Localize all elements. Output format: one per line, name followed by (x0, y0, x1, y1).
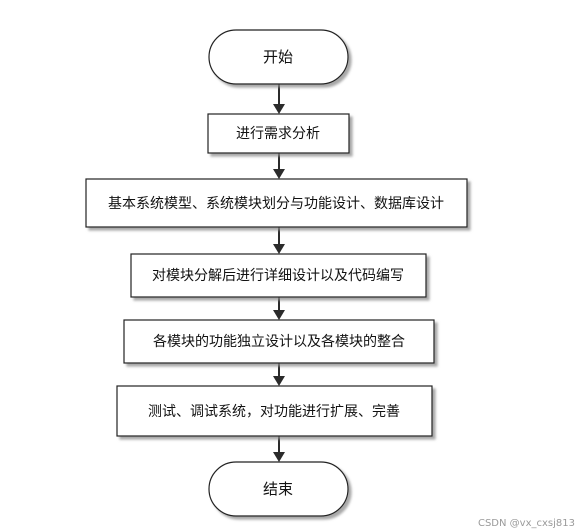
end-terminator: 结束 (208, 461, 349, 517)
process-step-2-label: 基本系统模型、系统模块划分与功能设计、数据库设计 (108, 195, 444, 212)
csdn-watermark: CSDN @vx_cxsj813 (477, 518, 575, 529)
arrowhead-2 (273, 169, 285, 179)
arrowhead-5 (273, 376, 285, 386)
process-step-5: 测试、调试系统，对功能进行扩展、完善 (116, 385, 433, 437)
arrowhead-4 (273, 310, 285, 320)
arrowhead-6 (273, 452, 285, 462)
process-step-3: 对模块分解后进行详细设计以及代码编写 (130, 253, 427, 298)
process-step-3-label: 对模块分解后进行详细设计以及代码编写 (152, 268, 404, 284)
arrowhead-1 (273, 104, 285, 114)
end-label: 结束 (263, 480, 293, 498)
process-step-5-label: 测试、调试系统，对功能进行扩展、完善 (148, 404, 400, 420)
process-step-4: 各模块的功能独立设计以及各模块的整合 (123, 319, 435, 364)
process-step-4-label: 各模块的功能独立设计以及各模块的整合 (153, 334, 405, 350)
process-step-1: 进行需求分析 (207, 113, 350, 154)
start-label: 开始 (263, 48, 293, 66)
start-terminator: 开始 (208, 29, 349, 85)
arrowhead-3 (273, 244, 285, 254)
process-step-2: 基本系统模型、系统模块划分与功能设计、数据库设计 (85, 178, 468, 228)
connectors (273, 84, 285, 462)
process-step-1-label: 进行需求分析 (236, 126, 320, 142)
